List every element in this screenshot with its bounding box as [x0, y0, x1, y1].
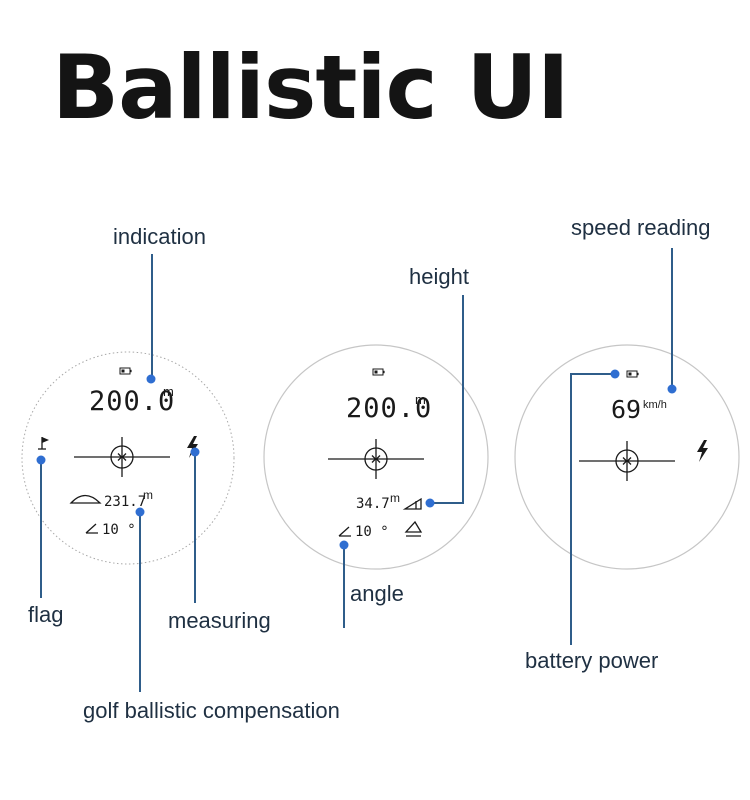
crosshair-icon	[327, 438, 425, 480]
screen-1-ballistic-value: 231.7	[104, 494, 146, 510]
battery-icon	[626, 370, 640, 378]
marker-measuring	[190, 447, 200, 457]
marker-speed-reading	[667, 384, 677, 394]
screen-2-angle-value: 10 °	[355, 524, 389, 540]
ballistic-arc-icon	[69, 494, 102, 504]
callout-indication: indication	[113, 224, 206, 249]
marker-golf-ballistic	[135, 507, 145, 517]
screen-2-distance: 200.0	[346, 393, 432, 424]
height-icon	[402, 497, 422, 510]
screen-2-display: 200.0 m 34.7 m 10 °	[263, 344, 489, 570]
marker-indication	[146, 374, 156, 384]
crosshair-icon	[578, 440, 676, 482]
callout-height: height	[409, 264, 469, 289]
callout-angle: angle	[350, 581, 404, 606]
screen-3-speed-unit: km/h	[643, 399, 667, 411]
lightning-icon	[697, 440, 708, 462]
screen-3-speed: 69	[611, 395, 641, 424]
screen-2-height-unit: m	[390, 491, 400, 505]
marker-battery-power	[610, 369, 620, 379]
leader-height	[431, 295, 464, 504]
screen-1-distance-unit: m	[163, 384, 174, 399]
callout-flag: flag	[28, 602, 63, 627]
screen-2-outline	[263, 344, 489, 570]
lightning-icon	[187, 436, 198, 458]
screen-3-display: 69 km/h	[514, 344, 740, 570]
battery-icon	[119, 367, 133, 375]
callout-battery-power: battery power	[525, 648, 658, 673]
screen-1-ballistic-unit: m	[143, 488, 153, 502]
screen-1-outline	[21, 351, 235, 565]
slope-triangle-icon	[404, 520, 423, 537]
marker-flag	[36, 455, 46, 465]
marker-height	[425, 498, 435, 508]
page-title: Ballistic UI	[52, 36, 570, 139]
crosshair-icon	[73, 436, 171, 478]
callout-golf-ballistic-compensation: golf ballistic compensation	[83, 698, 340, 723]
leader-battery-power	[570, 373, 614, 645]
leader-lines	[36, 248, 677, 692]
screen-1-display: 200.0 m 231.7 m 10 °	[21, 351, 235, 565]
angle-icon	[338, 526, 351, 537]
screen-1-distance: 200.0	[89, 386, 175, 417]
screen-2-distance-unit: m	[415, 392, 426, 407]
screen-3-outline	[514, 344, 740, 570]
screen-2-height-value: 34.7	[356, 496, 390, 512]
battery-icon	[372, 368, 386, 376]
callout-speed-reading: speed reading	[571, 215, 710, 240]
flag-icon	[38, 437, 49, 450]
callout-measuring: measuring	[168, 608, 271, 633]
marker-angle	[339, 540, 349, 550]
angle-icon	[85, 523, 98, 534]
screen-1-angle-value: 10 °	[102, 522, 136, 538]
